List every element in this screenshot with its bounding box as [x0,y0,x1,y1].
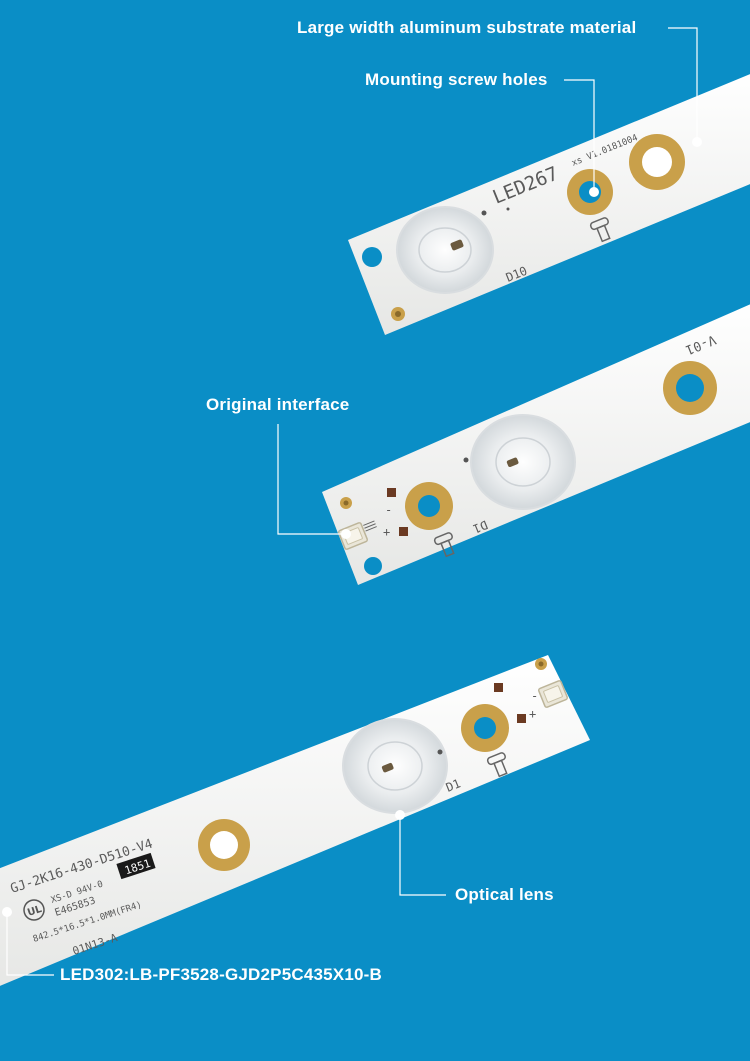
interface-callout: Original interface [206,395,350,414]
plus-mark: + [529,707,536,721]
screw-icon [589,217,611,243]
lens-callout: Optical lens [455,885,554,904]
led-strip-middle: + - D1 V-01 [322,304,750,585]
screw-hole [474,717,496,739]
interface-leader [277,424,346,535]
model-callout: LED302:LB-PF3528-GJD2P5C435X10-B [60,965,382,984]
screw-hole [676,374,704,402]
pcb-board [0,655,590,986]
model-leader [6,912,54,976]
batch-label [116,852,156,880]
callout-lines [2,27,702,976]
pcb-ref-text: D1 [444,776,463,794]
substrate-leader [668,27,698,142]
optical-lens [342,718,448,814]
led-strip-top: LED267 xs V1.0181004 D10 [348,74,750,335]
lens-leader [399,815,446,896]
led-strip-bottom: + - D1 GJ-2K16-430-D510-V4 1851 [0,655,590,986]
screw-hole [364,557,382,575]
screw-icon [433,532,455,558]
solder-pad [399,527,408,536]
ul-logo: UL [23,899,45,921]
substrate-callout: Large width aluminum substrate material [297,18,637,37]
solder-pad [387,488,396,497]
minus-mark: - [385,503,392,517]
led-chip [450,239,464,251]
connector [537,680,569,708]
optical-lens [470,414,576,510]
screw-hole [362,247,382,267]
led-chip [506,457,519,467]
plus-mark: + [383,525,390,539]
screw-leader [564,79,595,192]
pcb-board [348,74,750,335]
pcb-ref-text: D1 [471,518,490,536]
solder-pad [494,683,503,692]
screw-holes-callout: Mounting screw holes [365,70,548,89]
optical-lens [396,206,494,294]
solder-pad [517,714,526,723]
led-chip [381,762,394,773]
screw-hole [418,495,440,517]
minus-mark: - [531,689,538,703]
svg-text:UL: UL [26,904,44,919]
screw-icon [486,752,508,778]
